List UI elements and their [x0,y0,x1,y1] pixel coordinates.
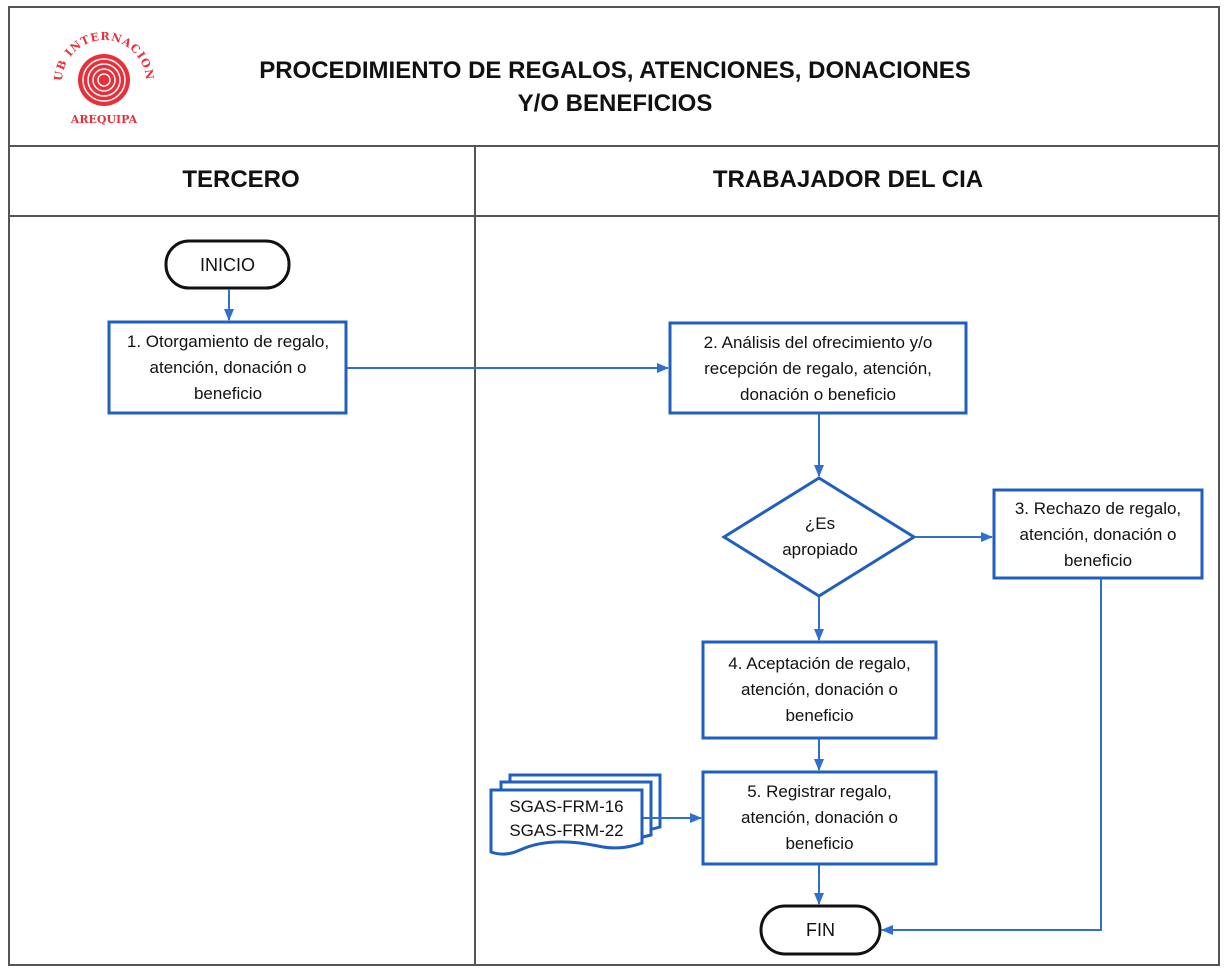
header-divider [8,145,1220,147]
lane-header-divider [8,215,1220,217]
step-1-box [107,320,348,415]
document-code-1: SGAS-FRM-16 [509,797,624,816]
step-1-label: 1. Otorgamiento de regalo, atención, don… [126,332,330,403]
step-2-label: 2. Análisis del ofrecimiento y/o recepci… [703,332,933,404]
arrow-step3-to-end [881,579,1102,935]
page-frame [8,6,1220,966]
step-4-box [701,640,938,740]
start-label: INICIO [199,254,255,275]
end-label: FIN [806,920,835,940]
step-5-label: 5. Registrar regalo, atención, donación … [741,782,898,853]
page-title: PROCEDIMIENTO DE REGALOS, ATENCIONES, DO… [200,54,1030,120]
step-5-box [701,770,938,866]
decision-label: ¿Es apropiado [782,514,858,559]
lane-divider [474,145,476,966]
start-terminator [164,239,291,290]
lane-header-trabajador: TRABAJADOR DEL CIA [712,166,984,193]
club-logo: CLUB INTERNACIONAL AREQUIPA [38,10,164,130]
step-3-label: 3. Rechazo de regalo, atención, donación… [1014,498,1182,570]
documents-label: SGAS-FRM-16 SGAS-FRM-22 [493,793,640,845]
document-code-2: SGAS-FRM-22 [509,821,624,840]
step-2-box [668,321,968,415]
title-line-2: Y/O BENEFICIOS [517,90,713,117]
step-3-box [992,488,1204,580]
step-4-label: 4. Aceptación de regalo, atención, donac… [728,654,911,725]
lane-header-tercero: TERCERO [182,166,300,193]
end-terminator [759,904,882,956]
title-line-1: PROCEDIMIENTO DE REGALOS, ATENCIONES, DO… [259,57,971,84]
documents-shape [489,773,662,856]
decision-diamond [721,476,917,598]
logo-bottom-text: AREQUIPA [70,113,138,126]
club-logo-icon: CLUB INTERNACIONAL AREQUIPA [38,10,155,126]
